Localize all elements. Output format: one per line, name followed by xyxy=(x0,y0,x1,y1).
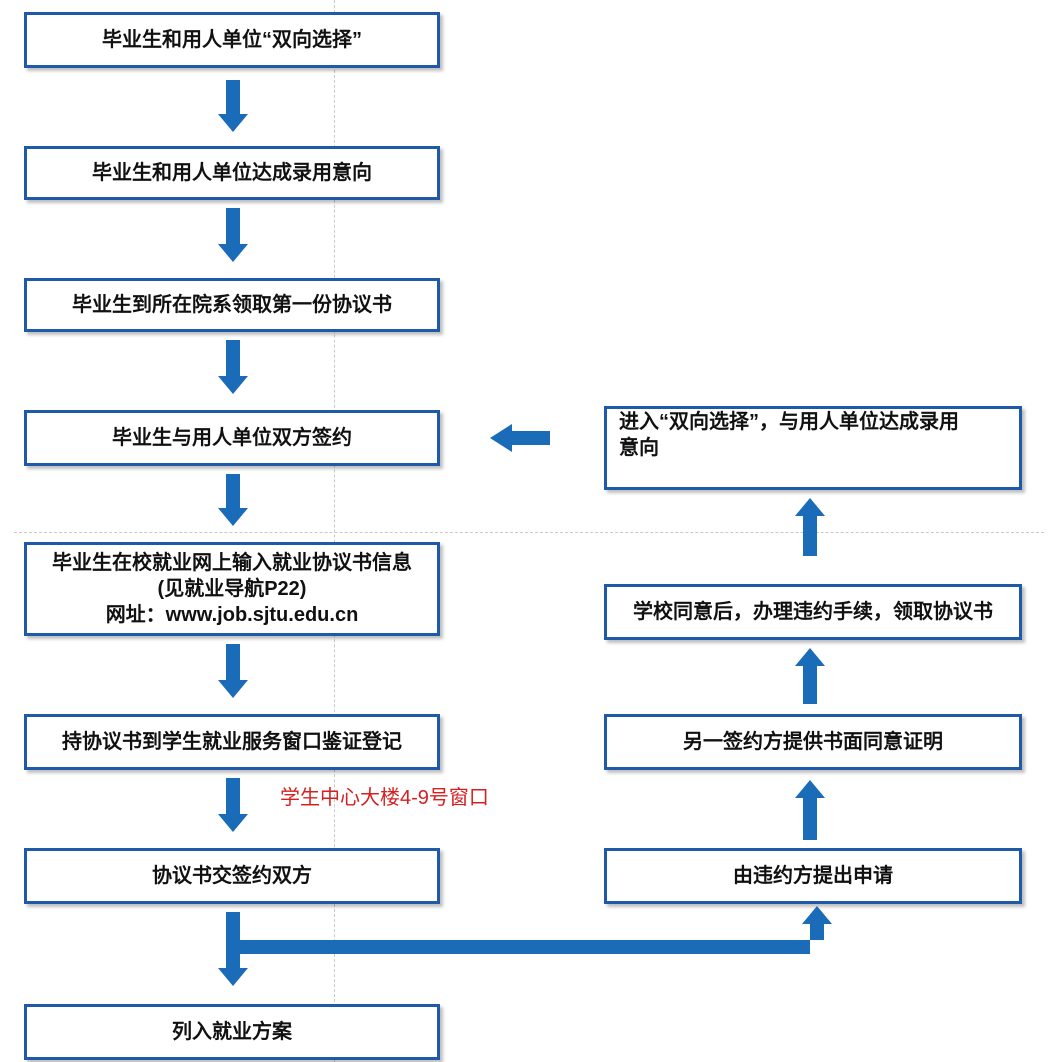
step-text: 毕业生和用人单位“双向选择” xyxy=(102,29,362,51)
window-location-note: 学生中心大楼4-9号窗口 xyxy=(280,787,489,809)
step-text: 另一签约方提供书面同意证明 xyxy=(683,731,943,753)
down-arrow-icon xyxy=(218,340,248,394)
step-text: 进入“双向选择”，与用人单位达成录用 xyxy=(619,411,959,433)
step-text: 意向 xyxy=(619,437,659,459)
step-get-agreement: 毕业生到所在院系领取第一份协议书 xyxy=(24,278,440,332)
down-arrow-icon xyxy=(218,778,248,832)
step-enter-online-info: 毕业生在校就业网上输入就业协议书信息 (见就业导航P22) 网址：www.job… xyxy=(24,542,440,636)
step-register-window: 持协议书到学生就业服务窗口鉴证登记 xyxy=(24,714,440,770)
vertical-guide-line xyxy=(334,0,335,1062)
step-text: 学校同意后，办理违约手续，领取协议书 xyxy=(633,601,993,623)
down-arrow-icon xyxy=(218,80,248,132)
step-text: 列入就业方案 xyxy=(172,1021,292,1043)
step-text: 协议书交签约双方 xyxy=(152,865,312,887)
down-arrow-icon xyxy=(218,912,248,986)
up-arrow-icon xyxy=(795,648,825,704)
step-deliver-agreement: 协议书交签约双方 xyxy=(24,848,440,904)
step-breach-application: 由违约方提出申请 xyxy=(604,848,1022,904)
step-text: 由违约方提出申请 xyxy=(733,865,893,887)
horizontal-guide-line xyxy=(14,532,1044,533)
step-reenter-selection: 进入“双向选择”，与用人单位达成录用 意向 xyxy=(604,406,1022,490)
step-two-way-selection: 毕业生和用人单位“双向选择” xyxy=(24,12,440,68)
up-arrow-icon xyxy=(795,780,825,840)
branch-connector-icon xyxy=(240,906,832,954)
step-text: 持协议书到学生就业服务窗口鉴证登记 xyxy=(62,731,402,753)
down-arrow-icon xyxy=(218,644,248,698)
step-text: 毕业生与用人单位双方签约 xyxy=(112,427,352,449)
step-text: 毕业生在校就业网上输入就业协议书信息 xyxy=(52,552,412,574)
step-website: 网址：www.job.sjtu.edu.cn xyxy=(105,604,359,626)
step-text: (见就业导航P22) xyxy=(157,578,307,600)
step-employment-intent: 毕业生和用人单位达成录用意向 xyxy=(24,146,440,200)
step-written-consent: 另一签约方提供书面同意证明 xyxy=(604,714,1022,770)
step-school-approval: 学校同意后，办理违约手续，领取协议书 xyxy=(604,584,1022,640)
down-arrow-icon xyxy=(218,474,248,526)
step-sign-contract: 毕业生与用人单位双方签约 xyxy=(24,410,440,466)
step-text: 毕业生和用人单位达成录用意向 xyxy=(92,162,372,184)
step-text: 毕业生到所在院系领取第一份协议书 xyxy=(72,294,392,316)
down-arrow-icon xyxy=(218,208,248,262)
step-employment-plan: 列入就业方案 xyxy=(24,1004,440,1060)
up-arrow-icon xyxy=(795,498,825,556)
left-arrow-icon xyxy=(490,424,550,452)
